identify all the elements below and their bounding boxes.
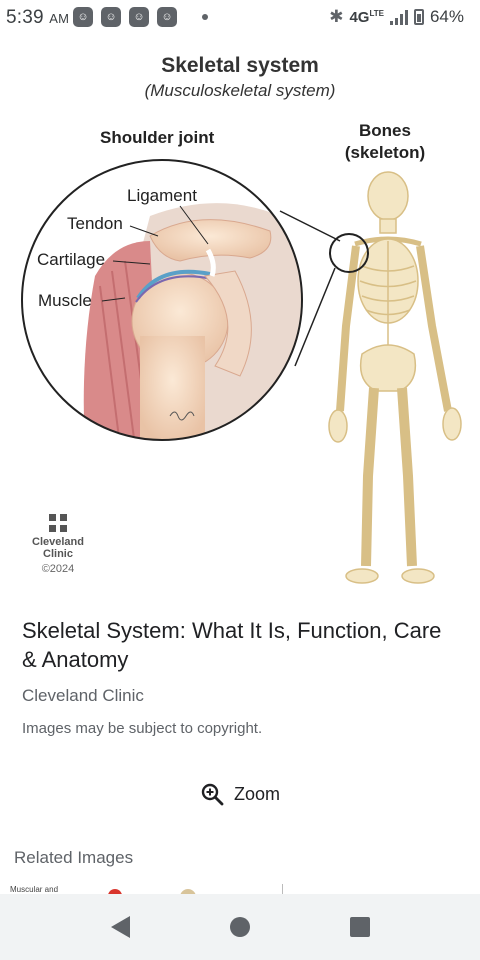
bones-heading-line2: (skeleton) [344,143,426,162]
anatomy-illustration [21,159,462,584]
recents-button[interactable] [330,894,390,960]
battery-percent: 64% [429,7,464,26]
related-images-heading: Related Images [14,848,134,867]
bluetooth-icon: ✱ [329,7,344,26]
home-button[interactable] [210,894,270,960]
status-indicators: ✱ 4GLTE 64% [329,7,464,27]
notification-icons: ☺ ☺ ☺ ☺ [73,7,177,27]
shoulder-joint-heading: Shoulder joint [100,128,215,147]
home-circle-icon [230,917,250,937]
back-triangle-icon [110,916,130,938]
figure-title: Skeletal system [161,54,319,77]
figure-subtitle: (Musculoskeletal system) [144,81,336,100]
notification-app-icon: ☺ [129,7,149,27]
cleveland-clinic-logo: Cleveland Clinic ©2024 [28,514,88,575]
notification-app-icon: ☺ [73,7,93,27]
related-images-strip[interactable]: Muscular and [0,876,480,896]
brand-line1: Cleveland [32,536,84,548]
label-tendon: Tendon [67,214,123,233]
label-ligament: Ligament [127,186,197,205]
label-muscle: Muscle [38,291,92,310]
shoulder-zoom-circle [21,159,303,441]
shoulder-joint-detail [22,160,302,440]
label-cartilage: Cartilage [37,250,106,269]
more-notifications-dot-icon [202,14,208,20]
bones-heading: Bones (skeleton) [330,120,440,164]
brand-line2: Clinic [43,548,73,560]
battery-icon [413,9,424,25]
network-type-value: 4G [349,8,370,26]
related-thumb-shape [108,889,122,896]
result-source[interactable]: Cleveland Clinic [22,686,144,705]
result-image[interactable]: Skeletal system (Musculoskeletal system)… [0,36,480,600]
notification-app-icon: ☺ [157,7,177,27]
status-time-value: 5:39 [6,7,44,28]
network-type: 4GLTE [349,9,384,26]
status-time-ampm: AM [49,11,70,26]
skeleton-figure [328,171,462,584]
brand-copyright: ©2024 [41,563,75,575]
notification-app-icon: ☺ [101,7,121,27]
recents-square-icon [350,917,370,937]
signal-icon [389,9,408,25]
cartilage-arc [136,269,211,300]
status-time: 5:39 AM [6,7,69,29]
cleveland-clinic-mark-icon [49,514,67,532]
related-thumb-caption: Muscular and [10,885,59,894]
skeleton-shoulder-highlight [329,233,369,273]
zoom-button[interactable]: Zoom [0,782,480,806]
bones-heading-line1: Bones [359,121,411,140]
related-thumb-shape [180,889,196,896]
result-title[interactable]: Skeletal System: What It Is, Function, C… [22,618,442,672]
related-thumb-divider [282,884,283,896]
network-type-sup: LTE [369,8,384,18]
zoom-in-icon [201,783,224,806]
zoom-label: Zoom [233,783,280,804]
back-button[interactable] [90,894,150,960]
system-nav-bar [0,894,480,960]
copyright-note: Images may be subject to copyright. [22,720,263,737]
status-bar: 5:39 AM ☺ ☺ ☺ ☺ ✱ 4GLTE 64% [0,0,480,36]
